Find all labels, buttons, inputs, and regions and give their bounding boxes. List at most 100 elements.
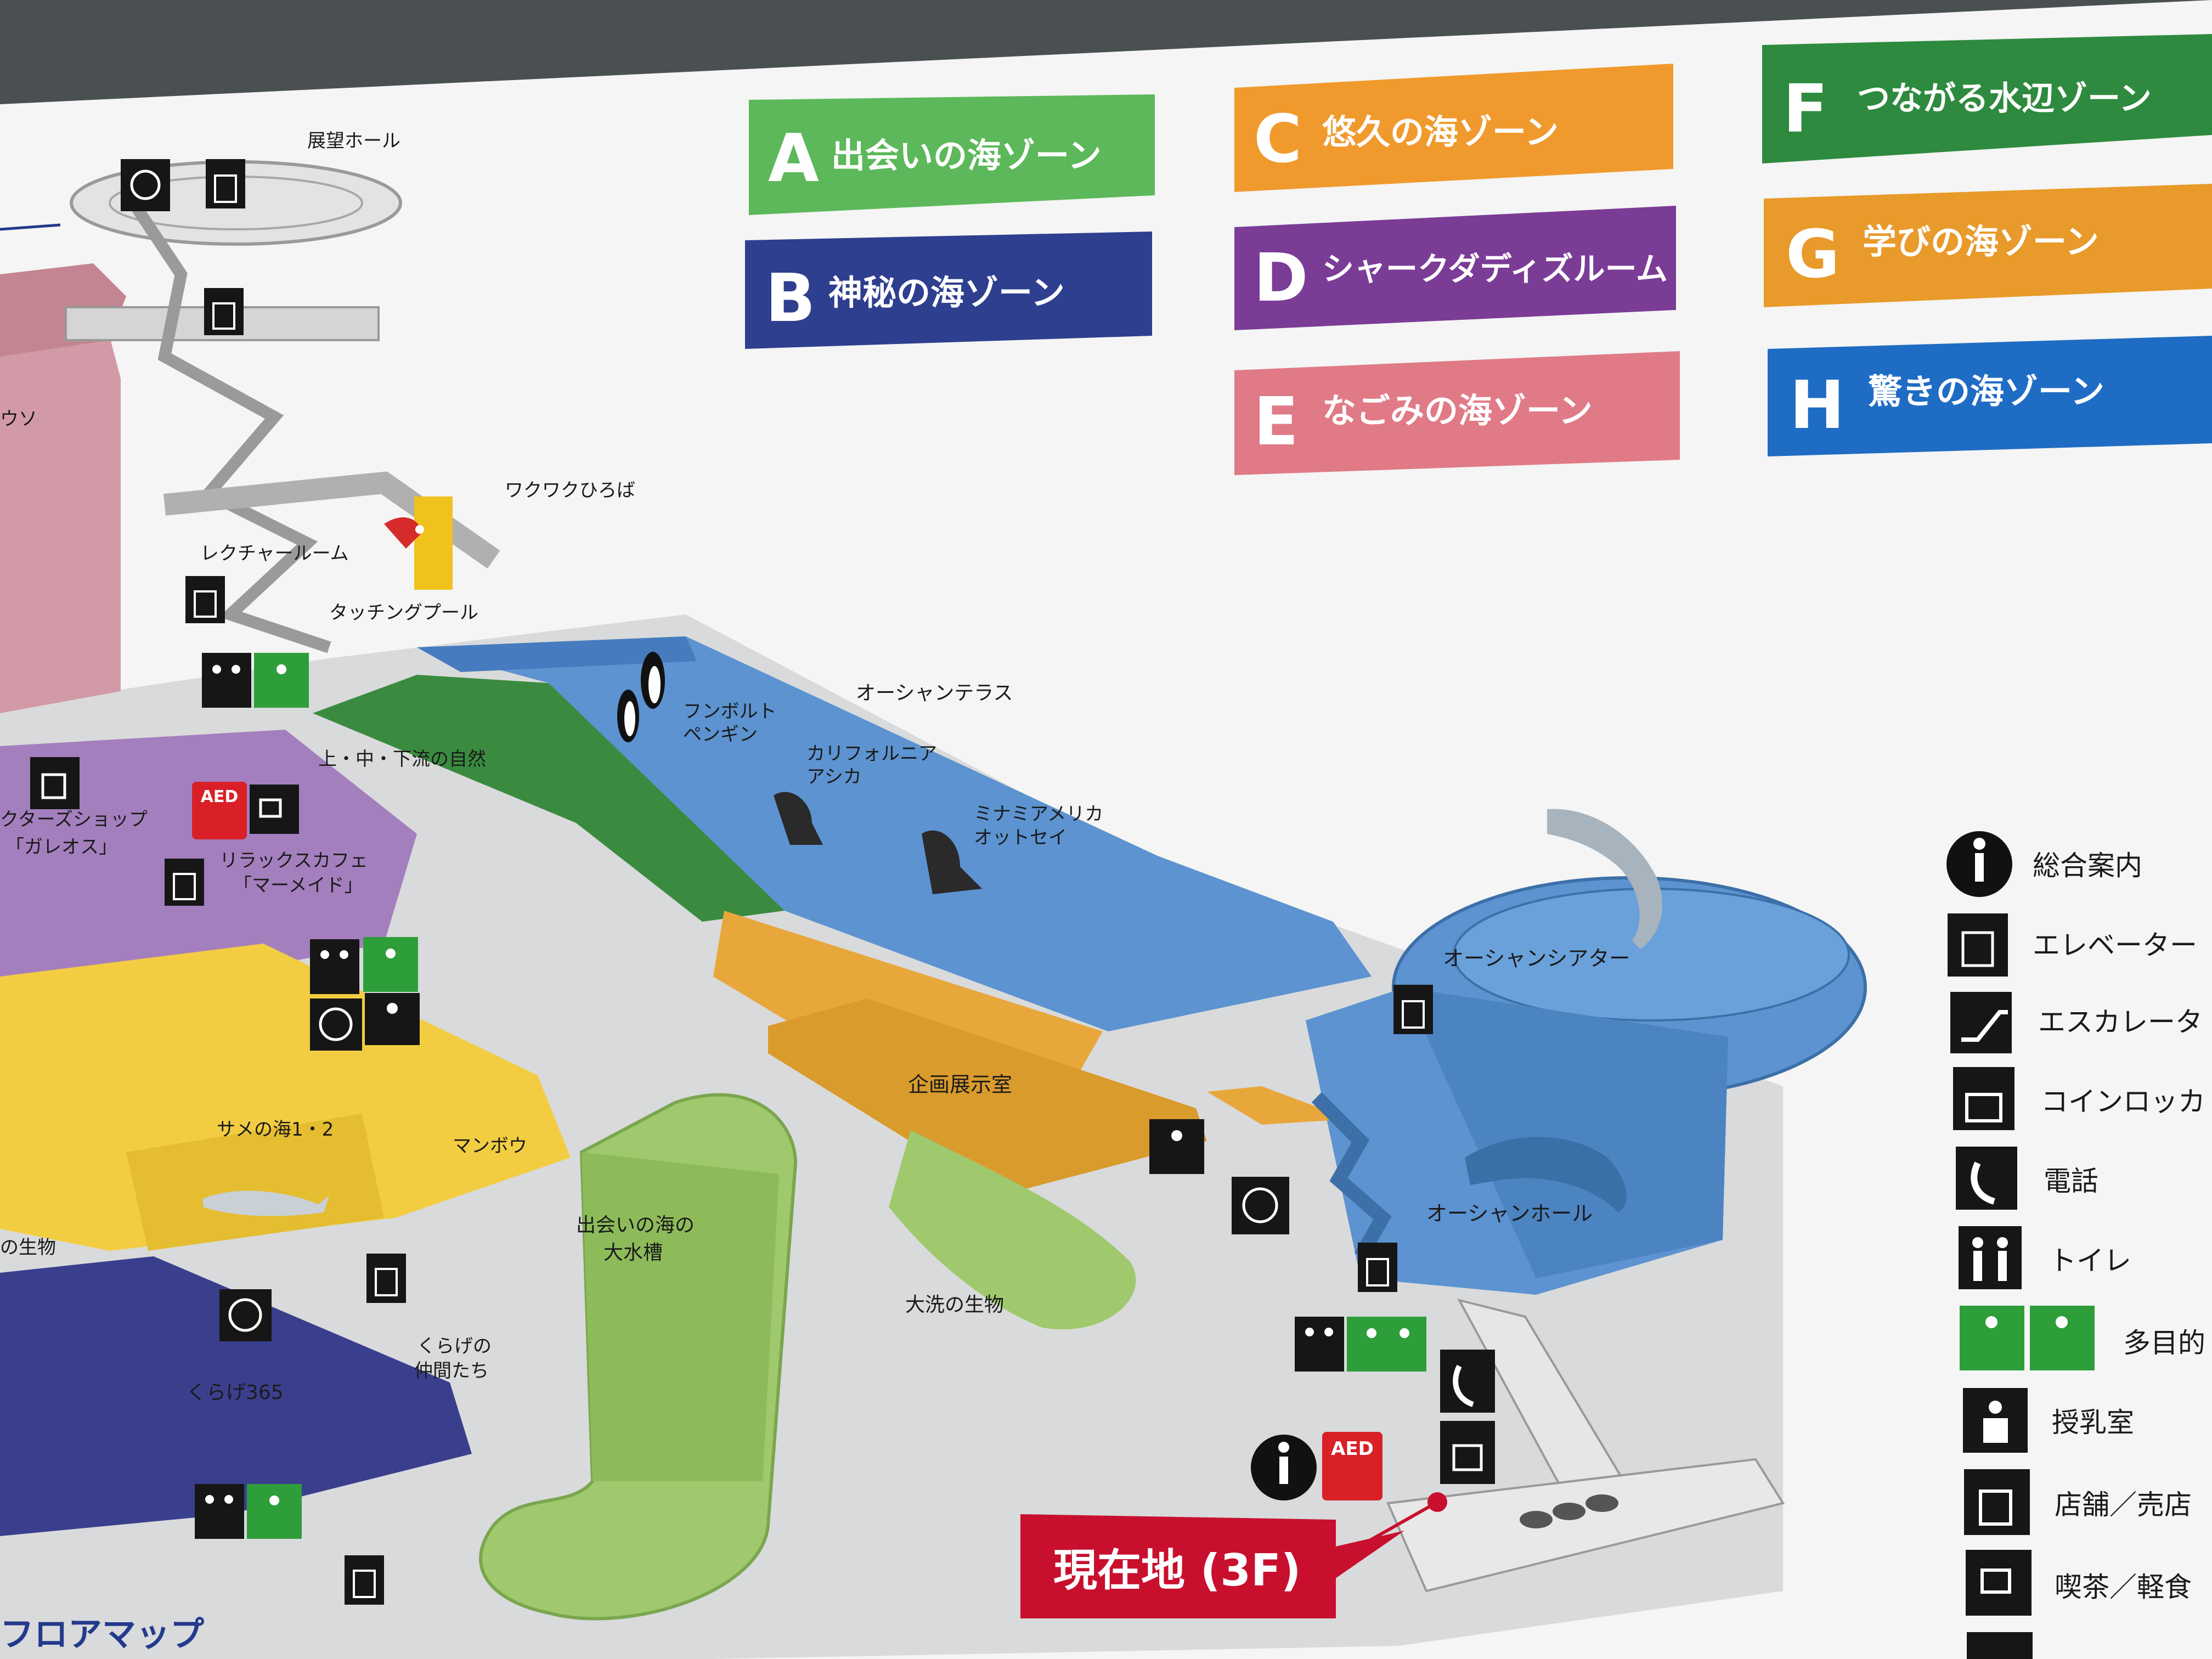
legend-multipurpose: 多目的 [1960,1306,2205,1370]
zone-g-letter: G [1786,217,1840,293]
cafe-icon [250,785,299,834]
label-humboldt-2: ペンギン [683,724,758,746]
elevator-icon [345,1555,384,1605]
zone-d-letter: D [1254,240,1308,317]
no-strollers-icon [219,1289,272,1341]
shop-icon [30,757,80,809]
elevator-icon [165,859,204,906]
current-location-label: 現在地 (3F) [1053,1545,1301,1596]
zone-f-badge: F つながる水辺ゾーン [1762,34,2212,163]
zone-e-letter: E [1254,384,1299,460]
facility-map: AED AED 展望ホール ワクワクひろば レクチャールーム タッチングプール … [0,130,1867,1659]
toilet-icon [1959,1226,2022,1289]
sea-lion-figure [774,792,823,845]
no-strollers-icon [1967,1632,2033,1659]
zone-c-badge: C 悠久の海ゾーン [1234,64,1673,192]
label-humboldt-1: フンボルト [683,701,777,723]
label-special-exhibit: 企画展示室 [908,1073,1012,1097]
legend-elevator: エレベーター [1948,913,2197,977]
no-strollers-icon [1232,1177,1289,1234]
label-shop-1: クターズショップ [0,809,148,831]
label-creatures: の生物 [0,1237,56,1259]
zone-e-badge: E なごみの海ゾーン [1234,351,1680,475]
label-ocean-hall: オーシャンホール [1426,1201,1593,1226]
label-river-nature: 上・中・下流の自然 [318,748,486,770]
label-california-1: カリフォルニア [806,743,937,765]
nursing-room-icon [365,993,420,1045]
label-shop-2: 「ガレオス」 [5,836,117,858]
label-lecture-room: レクチャールーム [200,543,349,565]
label-kurage365: くらげ365 [187,1381,284,1404]
escalator-icon [1950,992,2012,1053]
legend-nursing-room: 授乳室 [1963,1388,2134,1453]
elevator-icon [185,576,225,623]
aed-icon-label: AED [201,787,239,806]
info-icon [1251,1435,1317,1500]
pink-tower [0,274,121,713]
label-cafe-2: 「マーメイド」 [233,874,363,896]
zone-a-letter: A [768,121,819,197]
legend-label-info: 総合案内 [2033,850,2142,882]
label-minami-1: ミナミアメリカ [974,803,1103,825]
legend-label-nursing-room: 授乳室 [2052,1407,2134,1438]
label-otter: ウソ [0,408,37,430]
label-cafe-1: リラックスカフェ [219,850,368,872]
aed-icon-label: AED [1331,1438,1374,1460]
dolphin-swimming-figure [1465,1137,1627,1212]
no-strollers-icon [310,998,362,1051]
aed-icon: AED [1322,1432,1383,1500]
label-observation-hall: 展望ホール [307,130,400,152]
multipurpose-toilet-icon [363,937,418,992]
zone-b-area [0,1256,472,1536]
label-touching-pool: タッチングプール [329,602,478,624]
aed-icon: AED [192,782,247,839]
multipurpose-toilet-icon [1347,1317,1426,1372]
label-big-tank-2: 大水槽 [603,1242,663,1264]
zone-d-area [0,730,417,993]
label-sunfish: マンボウ [453,1135,527,1157]
toilet-icon [202,653,251,708]
legend-label-multipurpose: 多目的 [2123,1327,2205,1359]
elevator-icon [1948,913,2008,977]
zone-f-letter: F [1783,71,1828,148]
fur-seal-figure [922,830,982,894]
legend-label-shop: 店舗／売店 [2055,1489,2192,1521]
zone-f-name: つながる水辺ゾーン [1857,80,2152,118]
elevator-icon [366,1254,406,1303]
zone-b-name: 神秘の海ゾーン [828,273,1065,313]
zone-h-terrace [417,636,1372,1031]
elevator-icon [1393,985,1433,1034]
legend-coin-locker: コインロッカ [1953,1067,2205,1130]
icon-legend: 総合案内 エレベーター エスカレータ コインロッカ 電話 トイレ [1946,831,2205,1659]
special-exhibit-room [768,998,1207,1196]
legend-label-toilet: トイレ [2049,1245,2131,1277]
legend-label-phone: 電話 [2044,1165,2098,1197]
legend-shop: 店舗／売店 [1964,1469,2192,1535]
legend-label-coin-locker: コインロッカ [2041,1086,2205,1118]
phone-icon [1440,1350,1495,1413]
elevator-icon [1358,1243,1397,1292]
label-minami-2: オットセイ [974,827,1067,849]
zone-d-badge: D シャークダディズルーム [1234,206,1676,330]
oarai-creature-area [889,1130,1136,1330]
legend-toilet: トイレ [1959,1226,2131,1289]
toilet-icon [195,1484,244,1539]
dolphin-jumping-figure [1547,809,1662,949]
label-jellyfish-2: 仲間たち [414,1360,489,1382]
zone-b-badge: B 神秘の海ゾーン [745,232,1152,349]
label-california-2: アシカ [806,766,862,788]
zone-f-area [313,675,785,922]
floor-map-title: フロアマップ [0,1614,204,1654]
zone-h-letter: H [1790,368,1844,444]
zone-c-name: 悠久の海ゾーン [1322,112,1559,152]
multipurpose-toilet-icon [1960,1306,2024,1370]
zone-e-name: なごみの海ゾーン [1322,391,1593,431]
label-jellyfish-1: くらげの [417,1335,492,1357]
zone-d-name: シャークダディズルーム [1322,250,1668,287]
elevator-icon [206,159,245,208]
toilet-icon [310,939,359,994]
current-location-marker: 現在地 (3F) [1020,1492,1447,1618]
legend-label-elevator: エレベーター [2033,929,2197,961]
cafe-icon [1966,1550,2032,1616]
